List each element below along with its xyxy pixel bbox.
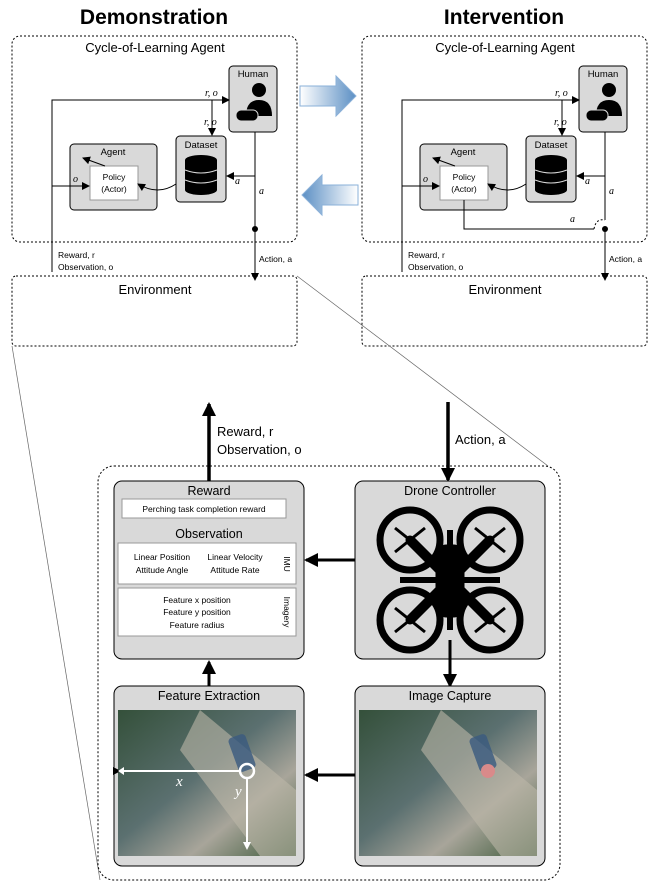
imagery-box: [117, 587, 297, 637]
backward-blue-arrow: [301, 173, 359, 217]
agent-label-right: Agent: [451, 147, 476, 158]
imu-linear-position: Linear Position: [134, 552, 191, 562]
o-label-right: o: [423, 174, 428, 185]
dataset-label-left: Dataset: [185, 140, 218, 151]
o-label-left: o: [73, 174, 78, 185]
bottom-observation-label: Observation, o: [217, 442, 302, 457]
environment-box-right: [361, 275, 648, 347]
cycle-agent-title-right: Cycle-of-Learning Agent: [435, 40, 575, 55]
quadcopter-icon: [376, 506, 524, 654]
person-gamepad-icon: [585, 83, 622, 122]
title-intervention: Intervention: [444, 6, 564, 29]
drone-controller-title: Drone Controller: [404, 484, 496, 498]
a-label-right-3: a: [570, 214, 575, 225]
demonstration-diagram: Cycle-of-Learning Agent Human Dataset Ag…: [11, 35, 298, 347]
environment-detail-box: [97, 465, 561, 881]
reward-item-box: [121, 498, 287, 519]
bottom-action-label: Action, a: [455, 432, 506, 447]
human-label-left: Human: [238, 69, 269, 80]
person-gamepad-icon: [235, 83, 272, 122]
zoom-line-left: [11, 345, 101, 881]
r-o-label-right-1: r, o: [555, 88, 568, 99]
forward-blue-arrow: [299, 74, 357, 118]
database-icon: [184, 155, 218, 195]
y-symbol: y: [233, 784, 242, 800]
database-icon: [534, 155, 568, 195]
imu-box: [117, 542, 297, 585]
x-symbol: x: [175, 774, 183, 790]
cycle-agent-box-left: [11, 35, 298, 243]
a-label-right-1: a: [585, 176, 590, 187]
a-label-left-2: a: [259, 186, 264, 197]
image-capture-title: Image Capture: [409, 689, 492, 703]
intervention-diagram: Cycle-of-Learning Agent Human Dataset Ag…: [361, 35, 648, 347]
observation-label-left: Observation, o: [58, 262, 114, 272]
bottom-reward-label: Reward, r: [217, 424, 274, 439]
imu-tag: IMU: [282, 556, 292, 572]
r-o-label-left-2: r, o: [204, 117, 217, 128]
action-label-right: Action, a: [609, 254, 642, 264]
policy-box-right: [439, 165, 489, 201]
imu-attitude-angle: Attitude Angle: [136, 565, 189, 575]
feature-extraction-title: Feature Extraction: [158, 689, 260, 703]
reward-panel-title: Reward: [187, 484, 230, 498]
r-o-label-right-2: r, o: [554, 117, 567, 128]
a-label-left-1: a: [235, 176, 240, 187]
actor-label-left: (Actor): [101, 184, 127, 194]
human-label-right: Human: [588, 69, 619, 80]
cycle-agent-title-left: Cycle-of-Learning Agent: [85, 40, 225, 55]
action-label-left: Action, a: [259, 254, 292, 264]
target-spot: [481, 764, 495, 778]
environment-title-right: Environment: [469, 282, 542, 297]
feature-x-label: Feature x position: [163, 595, 231, 605]
feature-radius-label: Feature radius: [170, 620, 225, 630]
feature-y-label: Feature y position: [163, 607, 231, 617]
environment-title-left: Environment: [119, 282, 192, 297]
title-demonstration: Demonstration: [80, 6, 228, 29]
observation-title: Observation: [175, 527, 242, 541]
imagery-tag: Imagery: [282, 597, 292, 628]
reward-item-label: Perching task completion reward: [142, 504, 266, 514]
policy-label-left: Policy: [103, 172, 126, 182]
r-o-label-left-1: r, o: [205, 88, 218, 99]
agent-label-left: Agent: [101, 147, 126, 158]
zoom-line-right: [296, 275, 549, 467]
reward-label-left: Reward, r: [58, 250, 95, 260]
actor-label-right: (Actor): [451, 184, 477, 194]
cycle-agent-box-right: [361, 35, 648, 243]
observation-label-right: Observation, o: [408, 262, 464, 272]
imu-attitude-rate: Attitude Rate: [210, 565, 259, 575]
a-label-right-2: a: [609, 186, 614, 197]
policy-box-left: [89, 165, 139, 201]
dataset-label-right: Dataset: [535, 140, 568, 151]
environment-detail: Reward, r Observation, o Action, a Rewar…: [97, 402, 561, 881]
policy-label-right: Policy: [453, 172, 476, 182]
reward-label-right: Reward, r: [408, 250, 445, 260]
imu-linear-velocity: Linear Velocity: [207, 552, 263, 562]
environment-box-left: [11, 275, 298, 347]
